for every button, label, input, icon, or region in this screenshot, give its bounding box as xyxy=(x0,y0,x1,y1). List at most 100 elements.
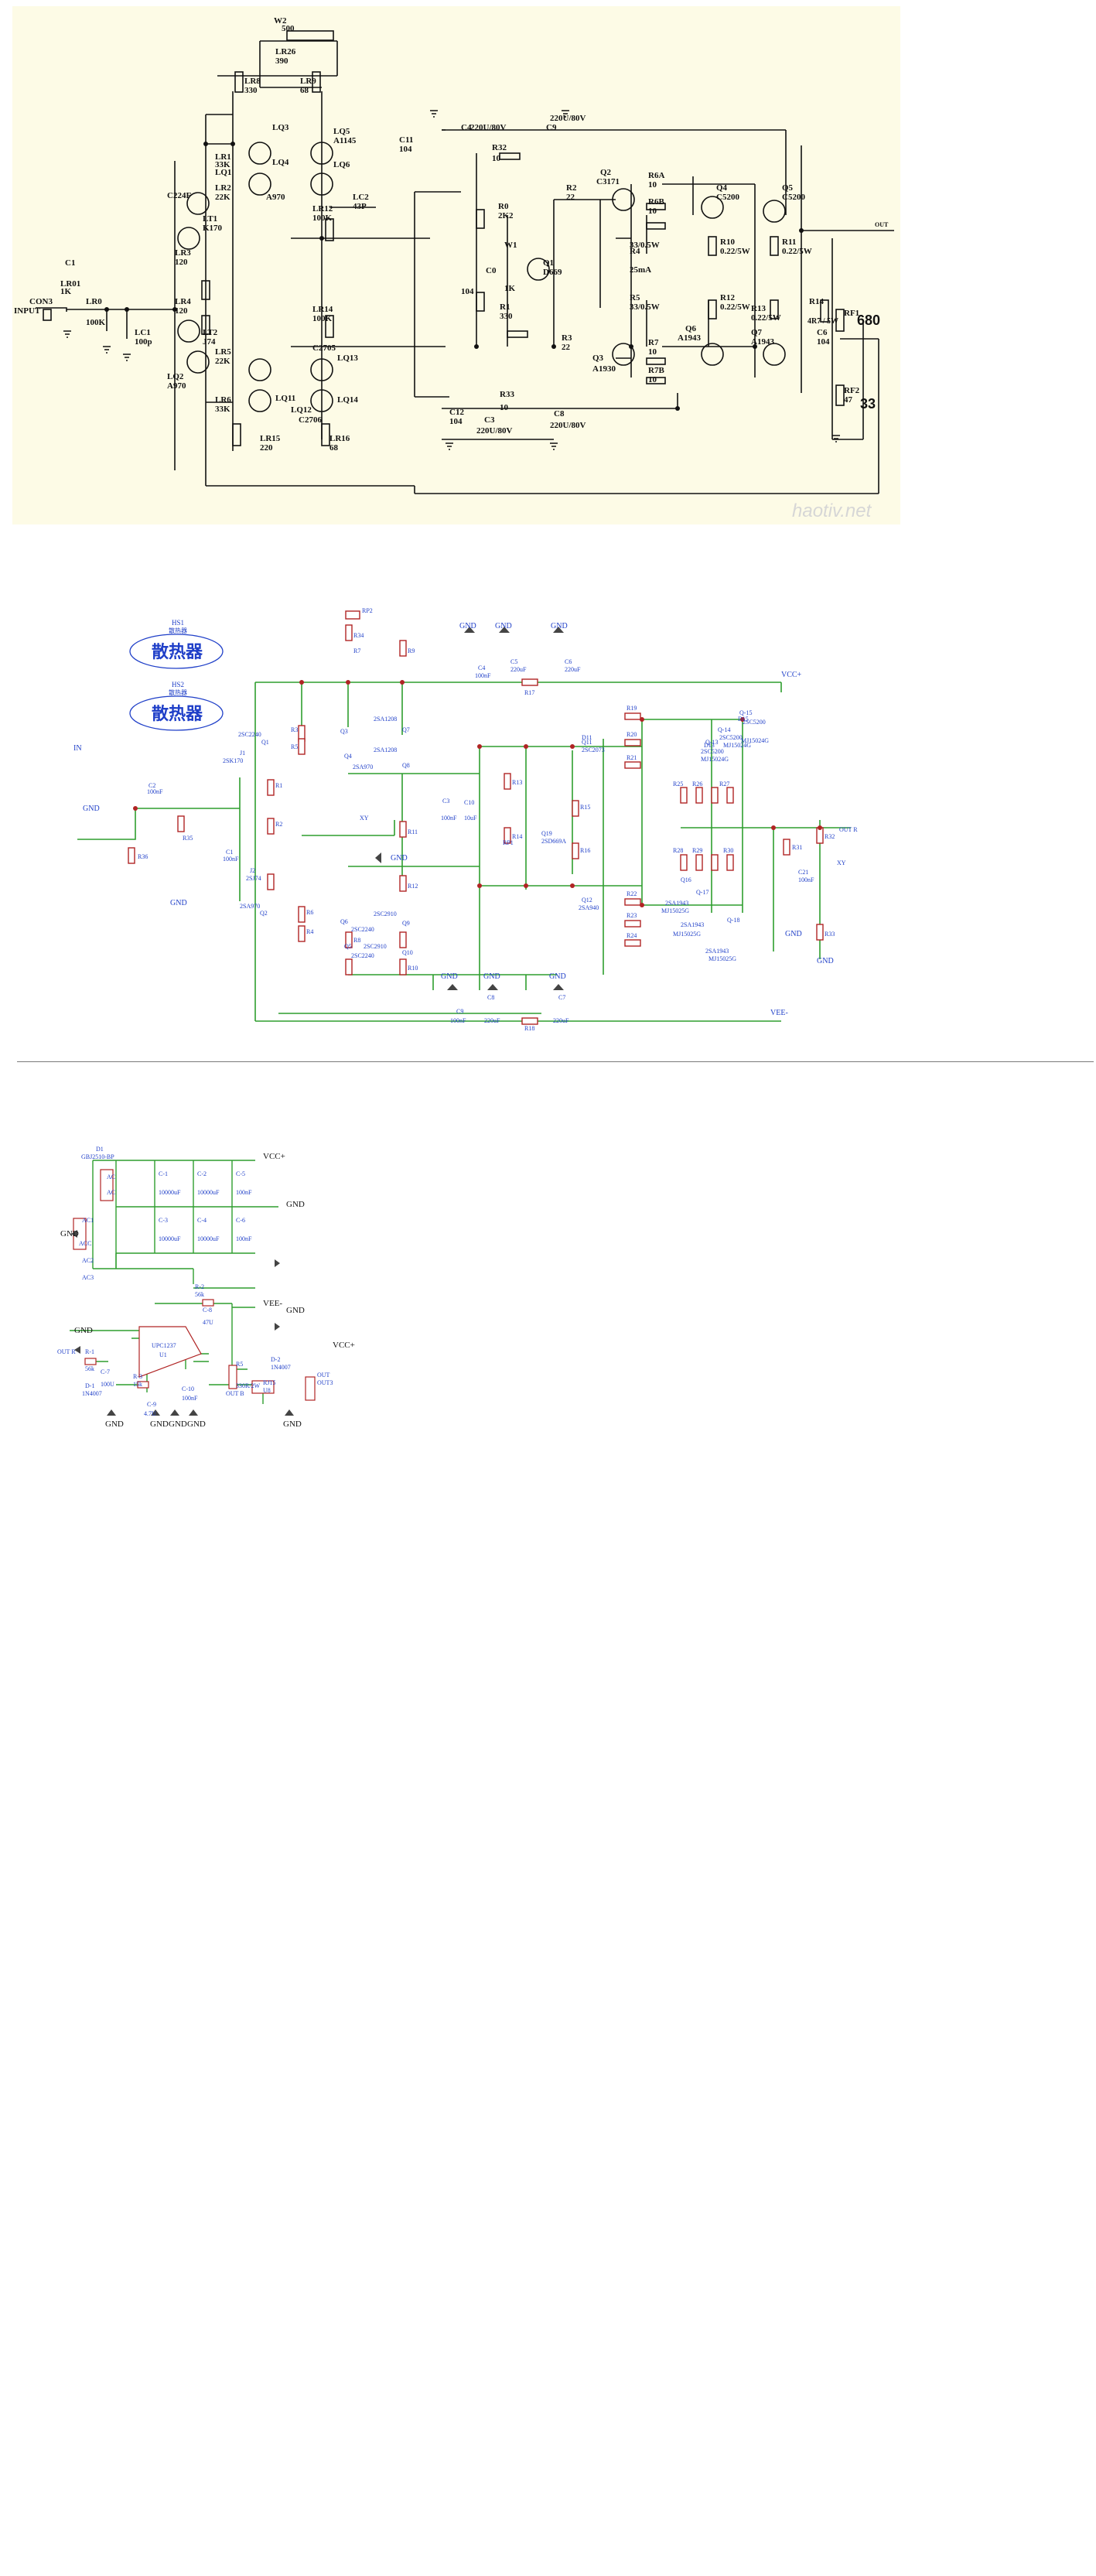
sch3-r2-value: 56k xyxy=(195,1291,204,1298)
sch2-c5: C5 xyxy=(510,658,517,665)
sch1-r7b: R7B xyxy=(648,366,664,375)
sch1-r12: R12 xyxy=(720,293,735,302)
sch1-c12: C12 xyxy=(449,408,464,417)
sch2-c5200-2: 2SC5200 xyxy=(719,734,743,741)
w2-ref: W2 xyxy=(274,16,287,26)
sch3-ac-2: AC xyxy=(107,1189,115,1196)
sch2-xy-1: XY xyxy=(360,815,369,822)
sch3-gnd-6: GND xyxy=(150,1420,169,1429)
sch3-vcc: VCC+ xyxy=(263,1152,285,1161)
sch3-rj15: RJ15 xyxy=(263,1379,275,1386)
sch2-out-r: OUT R xyxy=(839,826,858,833)
sch1-rf2-big: 33 xyxy=(860,396,876,412)
sch3-gnd-1: GND xyxy=(286,1200,305,1209)
heatsink-2-sub: 散热器 xyxy=(169,688,187,696)
sch2-q19-value: 2SD669A xyxy=(541,838,566,845)
sch1-lr0: LR0 xyxy=(86,297,102,306)
sch1-r13: R13 xyxy=(751,304,766,313)
sch2-c5-value: 220uF xyxy=(510,666,527,673)
sch2-q1-value: 2SC2240 xyxy=(238,731,261,738)
amplifier-schematic-1: W2 500 INPUT CON3 C1 LR01 1K LR0 100K LC… xyxy=(12,6,900,524)
sch1-j74: J74 xyxy=(203,337,216,347)
sch1-c3: C3 xyxy=(484,415,495,425)
watermark: haotiv.net xyxy=(792,501,872,521)
sch1-r7: R7 xyxy=(648,338,659,347)
sch2-gnd-1: GND xyxy=(459,622,476,630)
sch2-q18: Q-18 xyxy=(727,917,739,924)
sch3-out-b: OUT B xyxy=(226,1390,244,1397)
sch1-lr01-value: 1K xyxy=(60,287,72,296)
sch1-lq5: LQ5 xyxy=(333,127,350,136)
sch2-c7-value: 220uF xyxy=(553,1017,569,1024)
sch1-q5: Q5 xyxy=(782,183,794,193)
sch3-gnd-8: GND xyxy=(187,1420,206,1429)
sch2-q1: Q1 xyxy=(261,739,269,746)
sch1-lr2: LR2 xyxy=(215,183,231,193)
sch3-acc: ACC xyxy=(79,1240,91,1247)
sch1-lr1: LR1 xyxy=(215,152,231,162)
sch1-c6: C6 xyxy=(817,328,828,337)
sch2-r8: R8 xyxy=(353,937,360,944)
sch2-q7: Q7 xyxy=(402,726,410,733)
sch3-d1b: D-1 xyxy=(85,1382,94,1389)
sch2-q14: Q-14 xyxy=(718,726,730,733)
schematic-1-drawing: W2 500 INPUT CON3 C1 LR01 1K LR0 100K LC… xyxy=(14,16,894,521)
sch2-r7: R7 xyxy=(353,647,360,654)
sch1-c9-value: 220U/80V xyxy=(550,114,586,123)
sch2-c1: C1 xyxy=(226,849,233,856)
sch1-current: 25mA xyxy=(630,265,651,275)
sch3-c9: C-9 xyxy=(147,1401,156,1408)
sch1-q3-value: A1930 xyxy=(592,364,616,374)
sch2-d15: D15 xyxy=(738,716,749,723)
section-divider xyxy=(17,1061,1094,1062)
sch2-c3: C3 xyxy=(442,798,449,805)
sch1-r33-value: 10 xyxy=(500,403,509,412)
sch1-a1145: A1145 xyxy=(333,136,357,145)
sch1-r33: R33 xyxy=(500,390,514,399)
heatsink-2-label: 散热器 xyxy=(152,704,203,723)
sch1-r10: R10 xyxy=(720,237,735,247)
sch2-r5: R5 xyxy=(291,743,298,750)
sch1-q4-value: C5200 xyxy=(716,193,739,202)
sch2-mj15025g-1: MJ15025G xyxy=(661,907,689,914)
sch3-ac-1: AC xyxy=(107,1174,115,1180)
sch3-c8-value: 47U xyxy=(203,1319,213,1326)
sch2-mj15024g-3: MJ15024G xyxy=(701,756,729,763)
w2-value: 500 xyxy=(282,24,295,33)
sch2-xy-2: XY xyxy=(837,859,846,866)
sch2-c1-value: 100nF xyxy=(223,856,239,863)
sch2-q2-value: 2SA970 xyxy=(240,903,260,910)
sch2-a1208-1: 2SA1208 xyxy=(374,716,397,723)
sch3-out3: OUT3 xyxy=(317,1379,333,1386)
sch2-r9: R9 xyxy=(408,647,415,654)
sch1-c11-value: 104 xyxy=(399,145,412,154)
sch2-r24: R24 xyxy=(627,932,637,939)
sch2-r20: R20 xyxy=(627,731,637,738)
sch1-lq13: LQ13 xyxy=(337,354,358,363)
sch1-lr5-value: 22K xyxy=(215,357,230,366)
sch2-a1943-3: 2SA1943 xyxy=(705,948,729,955)
sch1-r6b: R6B xyxy=(648,197,664,207)
sch1-lc1: LC1 xyxy=(135,328,151,337)
sch1-lq2: LQ2 xyxy=(167,372,184,381)
sch2-q4: Q4 xyxy=(344,753,352,760)
sch2-q12: Q12 xyxy=(582,897,592,904)
sch1-lr8-value: 330 xyxy=(244,86,258,95)
sch2-q3: Q3 xyxy=(340,728,348,735)
sch1-r6a-value: 10 xyxy=(648,180,657,190)
sch3-c4: C-4 xyxy=(197,1217,207,1224)
sch1-r4: R4 xyxy=(630,247,640,256)
sch2-r4: R4 xyxy=(306,928,313,935)
sch1-c4: C4 xyxy=(461,123,472,132)
sch2-c7: C7 xyxy=(558,994,565,1001)
sch1-r2-value: 22 xyxy=(566,193,575,202)
sch2-r26: R26 xyxy=(692,781,702,787)
sch3-gnd-5: GND xyxy=(105,1420,124,1429)
sch2-gnd-8: GND xyxy=(483,972,500,981)
sch3-c10: C-10 xyxy=(182,1385,194,1392)
sch3-c5-value: 100nF xyxy=(236,1189,252,1196)
sch3-c1-value: 10000uF xyxy=(159,1189,181,1196)
input-label: INPUT xyxy=(14,306,41,316)
sch1-r10-value: 0.22/5W xyxy=(720,247,750,256)
sch2-gnd-2: GND xyxy=(495,622,512,630)
